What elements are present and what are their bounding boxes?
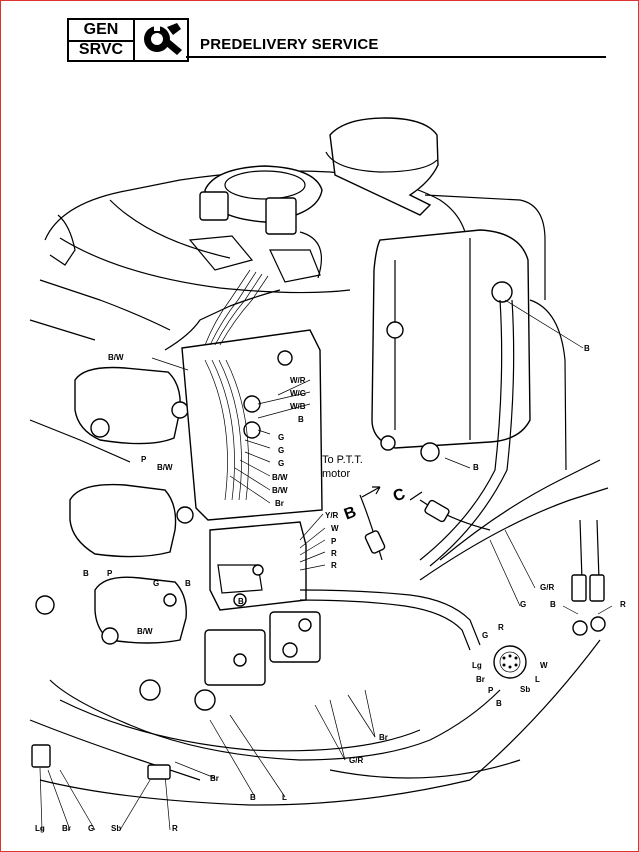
wire-label: Br bbox=[476, 675, 485, 684]
wire-label: R bbox=[498, 623, 504, 632]
wire-label: B bbox=[550, 600, 556, 609]
wire-label: P bbox=[107, 569, 113, 578]
wire-label: G bbox=[153, 579, 159, 588]
wire-label: W bbox=[540, 661, 548, 670]
wire-label: G bbox=[482, 631, 488, 640]
title-rule bbox=[186, 56, 606, 58]
wire-label: Y/R bbox=[325, 511, 339, 520]
wire-label: W/R bbox=[290, 376, 306, 385]
wire-label: W bbox=[331, 524, 339, 533]
wire-label: Lg bbox=[35, 824, 45, 833]
wire-label: R bbox=[331, 549, 337, 558]
wire-label: Sb bbox=[111, 824, 121, 833]
wire-label: P bbox=[488, 686, 494, 695]
wire-label: R bbox=[620, 600, 626, 609]
wire-label: P bbox=[141, 455, 147, 464]
wire-label: G bbox=[278, 433, 284, 442]
wire-label: B/W bbox=[157, 463, 173, 472]
wire-label: B/W bbox=[108, 353, 124, 362]
ptt-annotation-line1: To P.T.T. bbox=[322, 454, 363, 466]
wire-label: R bbox=[331, 561, 337, 570]
wire-label: B bbox=[473, 463, 479, 472]
wire-label: B bbox=[185, 579, 191, 588]
wire-label: W/B bbox=[290, 402, 306, 411]
wire-label: B bbox=[496, 699, 502, 708]
wire-label: R bbox=[172, 824, 178, 833]
wire-label: B/W bbox=[272, 486, 288, 495]
wire-label: Br bbox=[275, 499, 284, 508]
connector-marker-b: B bbox=[342, 504, 359, 524]
wire-label: W/G bbox=[290, 389, 306, 398]
wire-label: G bbox=[520, 600, 526, 609]
wire-label: G bbox=[278, 459, 284, 468]
wire-label: Lg bbox=[472, 661, 482, 670]
wire-labels: B/W B B W/R W/G W/B B G G G B/W B/W Br P… bbox=[35, 344, 626, 833]
wire-label: L bbox=[535, 675, 540, 684]
wire-label: Br bbox=[210, 774, 219, 783]
wire-label: G bbox=[88, 824, 94, 833]
wrench-gear-icon bbox=[144, 23, 182, 55]
badge-top-label: GEN bbox=[69, 20, 135, 42]
wire-label: B bbox=[238, 597, 244, 606]
connector-marker-c: C bbox=[391, 485, 408, 505]
wire-label: B/W bbox=[137, 627, 153, 636]
wire-label: P bbox=[331, 537, 337, 546]
wire-label: B bbox=[584, 344, 590, 353]
wire-label: L bbox=[282, 793, 287, 802]
wire-label: Br bbox=[62, 824, 71, 833]
wire-label: G bbox=[278, 446, 284, 455]
badge-bottom-label: SRVC bbox=[69, 40, 135, 60]
wire-label: Sb bbox=[520, 685, 530, 694]
wire-label: Br bbox=[379, 733, 388, 742]
wire-label: B bbox=[298, 415, 304, 424]
wire-label: G/R bbox=[349, 756, 363, 765]
wire-label: B bbox=[250, 793, 256, 802]
wire-label: G/R bbox=[540, 583, 554, 592]
ptt-annotation-line2: motor bbox=[322, 468, 350, 480]
engine-drawing bbox=[29, 117, 613, 831]
wire-label: B bbox=[83, 569, 89, 578]
section-title: PREDELIVERY SERVICE bbox=[200, 36, 379, 53]
section-badge: GEN SRVC bbox=[67, 18, 189, 62]
wire-label: B/W bbox=[272, 473, 288, 482]
